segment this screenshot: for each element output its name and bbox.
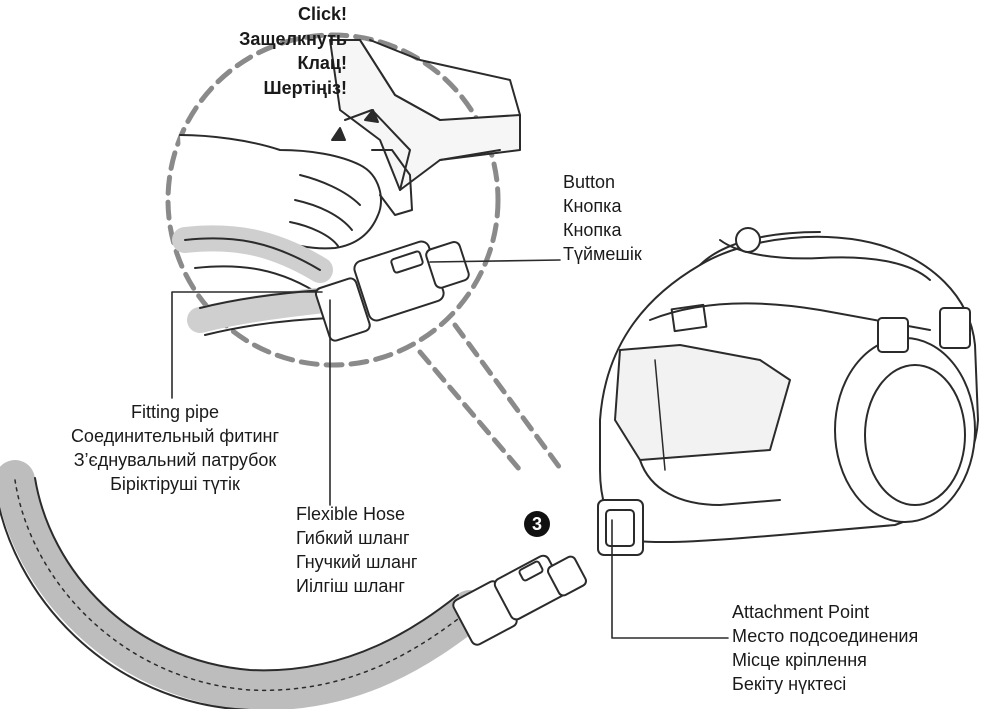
click-label-en: Click! xyxy=(297,4,347,24)
attachment-point-label-kk: Бекіту нүктесі xyxy=(732,674,847,694)
button-label-kk: Түймешік xyxy=(563,244,642,264)
flexible-hose-label-ru: Гибкий шланг xyxy=(296,528,410,548)
fitting-pipe-label-kk: Біріктіруші түтік xyxy=(110,474,240,494)
button-label-ru: Кнопка xyxy=(563,196,622,216)
click-label-kk: Шертіңіз! xyxy=(263,77,348,98)
zoomed-hose xyxy=(172,225,470,342)
click-label-ru: Защелкнуть xyxy=(239,28,347,49)
fitting-pipe-label: Fitting pipe Соединительный фитинг З’єдн… xyxy=(50,400,300,496)
attachment-point-label-en: Attachment Point xyxy=(732,602,870,622)
zoomed-hand xyxy=(179,109,413,250)
fitting-pipe-label-ru: Соединительный фитинг xyxy=(70,426,280,446)
step-number-badge: 3 xyxy=(524,511,550,537)
zoomed-vacuum-port xyxy=(329,39,521,191)
hose-end-fitting xyxy=(452,554,587,646)
button-label: Button Кнопка Кнопка Түймешік xyxy=(563,170,642,266)
click-label: Click! Защелкнуть Клац! Шертіңіз! xyxy=(239,2,347,100)
flexible-hose-label-en: Flexible Hose xyxy=(296,504,406,524)
button-label-uk: Кнопка xyxy=(563,220,622,240)
flexible-hose-label-kk: Иілгіш шланг xyxy=(296,576,405,596)
attachment-point-label: Attachment Point Место подсоединения Міс… xyxy=(732,600,918,696)
attachment-point-label-uk: Місце кріплення xyxy=(732,650,867,670)
magnifier-circle xyxy=(165,32,501,368)
attachment-point-label-ru: Место подсоединения xyxy=(732,626,919,646)
leader-lines xyxy=(171,259,729,639)
flexible-hose-label: Flexible Hose Гибкий шланг Гнучкий шланг… xyxy=(296,502,418,598)
callout-dashed-lines xyxy=(417,322,563,473)
click-label-uk: Клац! xyxy=(297,53,348,73)
button-label-en: Button xyxy=(563,172,616,192)
vacuum-cleaner-body xyxy=(597,227,979,556)
main-flexible-hose xyxy=(0,460,490,709)
fitting-pipe-label-uk: З’єднувальний патрубок xyxy=(73,450,277,470)
flexible-hose-label-uk: Гнучкий шланг xyxy=(296,552,418,572)
fitting-pipe-label-en: Fitting pipe xyxy=(130,402,220,422)
